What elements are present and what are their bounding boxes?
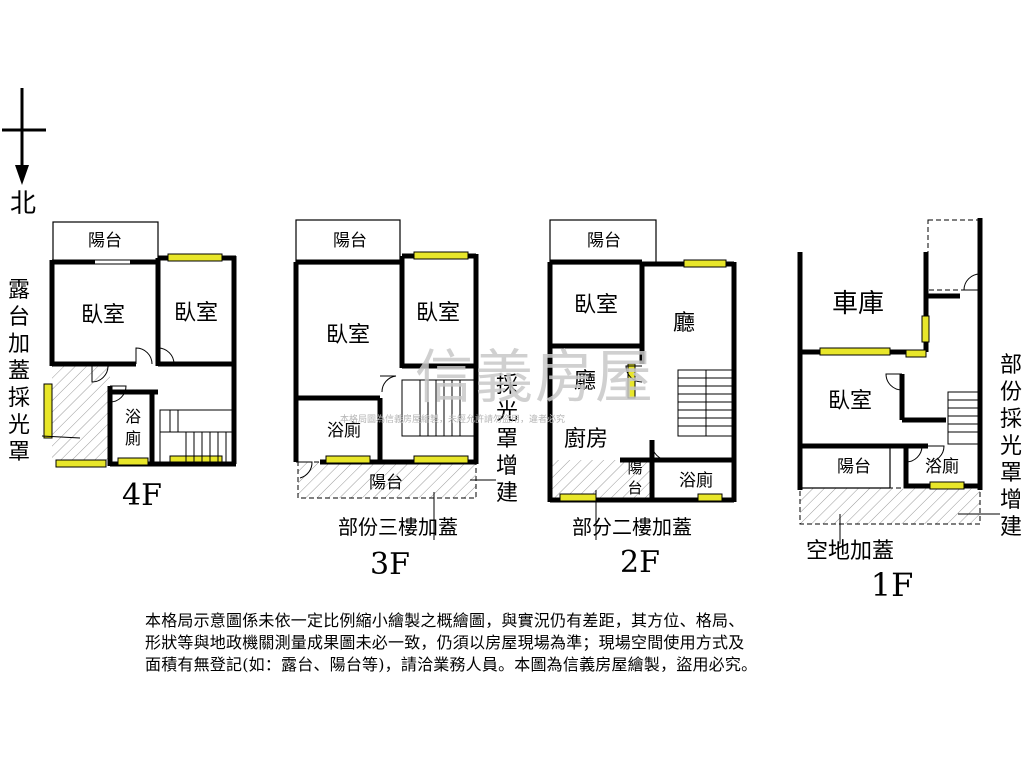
room-label-living: 廳 xyxy=(673,311,695,336)
room-label-kitchen: 廚房 xyxy=(564,427,608,452)
room-label-small-balcony: 陽 台 xyxy=(627,459,643,497)
window xyxy=(43,383,53,439)
room-label-bathroom: 浴廁 xyxy=(679,470,713,491)
window xyxy=(683,259,727,268)
room-label-bathroom: 浴廁 xyxy=(327,420,361,441)
window xyxy=(117,457,149,466)
floor-1f-plan: 車庫 臥室 陽台 浴廁 空地加蓋 1F xyxy=(797,218,1000,604)
room-label-bedroom: 臥室 xyxy=(574,293,618,318)
skylight-addition-note: 採 光 罩 增 建 xyxy=(495,373,518,506)
room-label-balcony: 陽台 xyxy=(333,231,367,251)
extension-note-3f: 部份三樓加蓋 xyxy=(338,515,458,539)
disclaimer-text: 本格局示意圖係未依一定比例縮小繪製之概繪圖，與實況仍有差距，其方位、格局、 形狀… xyxy=(145,611,758,674)
room-label-bathroom: 浴廁 xyxy=(925,456,959,477)
window xyxy=(325,455,371,464)
window xyxy=(413,251,469,260)
north-label: 北 xyxy=(10,189,36,219)
floor-label-1f: 1F xyxy=(871,566,914,604)
room-label-bedroom: 臥室 xyxy=(828,389,872,414)
window xyxy=(627,363,636,399)
staircase xyxy=(947,391,979,445)
window xyxy=(905,349,927,358)
floor-2f-plan: 陽台 臥室 廳 廳 廚房 浴廁 部分二樓加蓋 2F xyxy=(547,219,737,580)
window xyxy=(167,253,223,262)
room-label-balcony: 陽台 xyxy=(369,473,403,493)
rooftop-hatch-area xyxy=(52,366,110,464)
extension-note-2f: 部分二樓加蓋 xyxy=(572,515,692,539)
brand-watermark: 信義房屋 xyxy=(415,343,656,411)
copyright-watermark-note: 本格局圖為信義房屋繪製，未經允許請勿盜用，違者必究 xyxy=(340,415,566,425)
staircase xyxy=(677,369,735,437)
floor-label-3f: 3F xyxy=(370,547,410,582)
floor-label-4f: 4F xyxy=(122,478,162,513)
partial-skylight-addition-note: 部 份 採 光 罩 增 建 xyxy=(999,353,1022,540)
room-label-bedroom: 臥室 xyxy=(326,323,370,348)
floor-label-2f: 2F xyxy=(620,545,660,580)
window xyxy=(55,459,107,468)
room-label-bedroom: 臥室 xyxy=(81,303,125,328)
room-label-garage: 車庫 xyxy=(832,289,884,319)
window xyxy=(819,347,891,356)
room-label-balcony: 陽台 xyxy=(587,231,621,251)
window xyxy=(929,481,965,490)
room-label-living: 廳 xyxy=(574,369,596,394)
window xyxy=(921,315,930,343)
floor-3f-plan: 陽台 臥室 臥室 浴廁 陽台 部份三樓加蓋 3F xyxy=(293,219,496,582)
room-label-bedroom: 臥室 xyxy=(174,301,218,326)
window xyxy=(697,493,723,502)
extension-note-1f: 空地加蓋 xyxy=(806,539,894,564)
staircase xyxy=(401,379,477,437)
window xyxy=(559,493,597,502)
skylight-outline xyxy=(927,219,981,291)
rooftop-extension-note: 露 台 加 蓋 採 光 罩 xyxy=(7,278,30,465)
window xyxy=(169,455,223,464)
yard-extension-area xyxy=(799,487,981,525)
room-label-bathroom: 浴 廁 xyxy=(124,407,141,448)
window xyxy=(413,455,469,464)
north-arrow-icon xyxy=(2,88,46,185)
room-label-balcony: 陽台 xyxy=(88,231,122,251)
third-floor-extension-area xyxy=(297,461,477,499)
floor-4f-plan: 陽台 臥室 臥室 4F xyxy=(41,221,237,513)
room-label-balcony: 陽台 xyxy=(837,457,871,477)
staircase xyxy=(159,409,235,463)
room-label-bedroom: 臥室 xyxy=(416,301,460,326)
